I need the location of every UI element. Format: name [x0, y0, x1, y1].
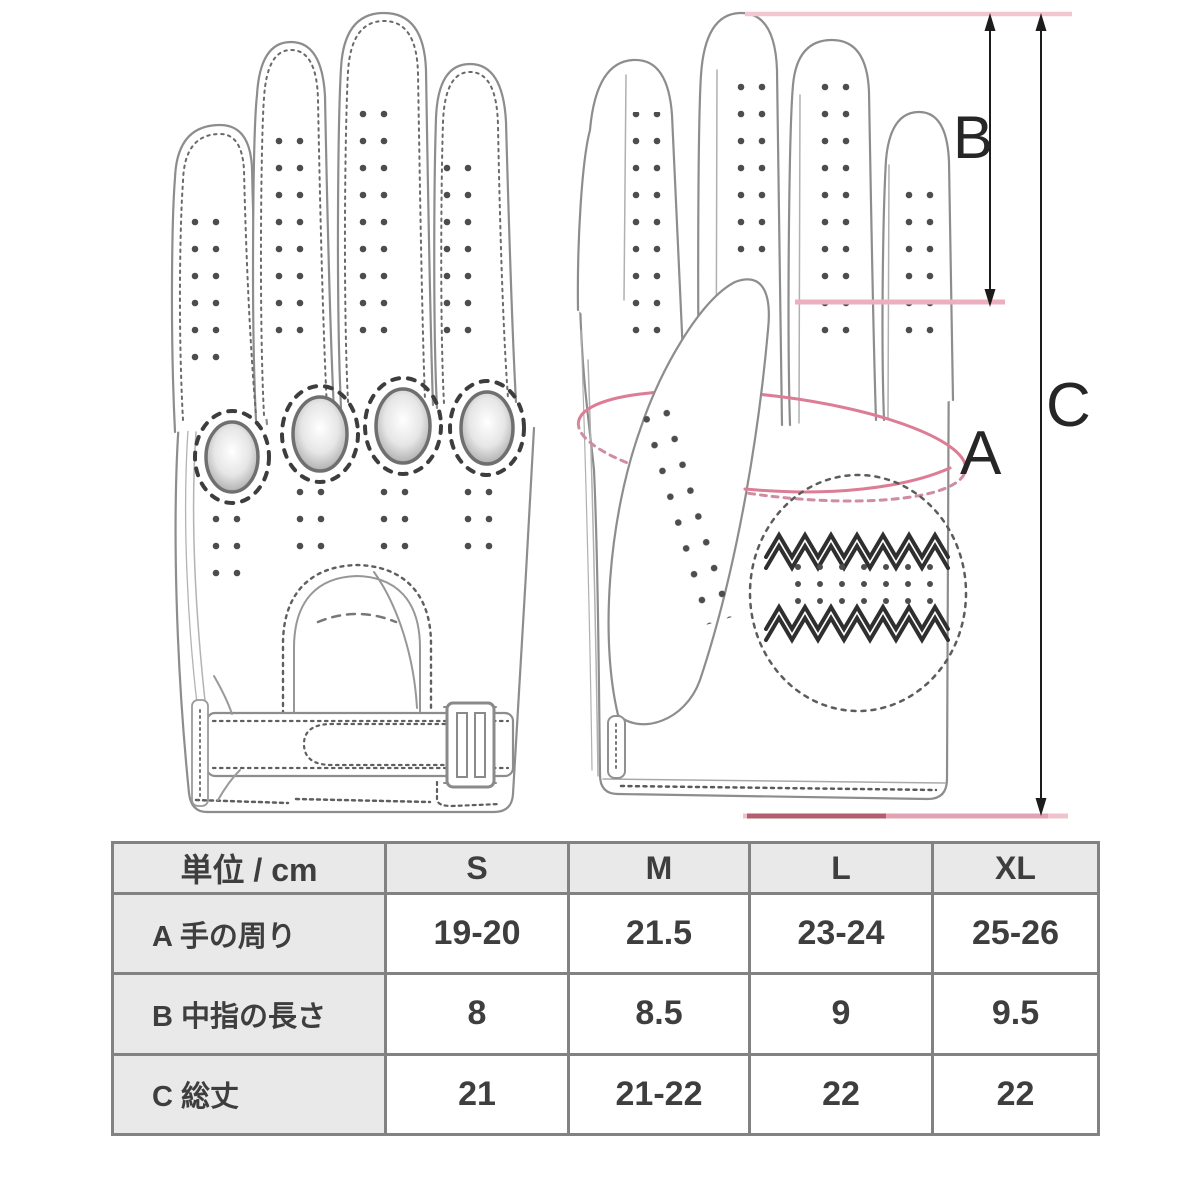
value-a-s: 19-20 — [384, 891, 570, 976]
hand-circumference-row: A 手の周り 19-20 21.5 23-24 25-26 — [111, 891, 1100, 976]
value-c-s: 21 — [384, 1052, 570, 1137]
measurement-annotations: B C A — [743, 11, 1091, 819]
size-table-header-row: 単位 / cm S M L XL — [111, 841, 1100, 895]
row-label-c: C 総丈 — [111, 1052, 387, 1137]
measurement-label-c: C — [1046, 371, 1091, 440]
measurement-label-b: B — [953, 104, 993, 171]
total-length-row: C 総丈 21 21-22 22 22 — [111, 1052, 1100, 1137]
value-b-s: 8 — [384, 972, 570, 1056]
measurement-label-a: A — [960, 419, 1002, 488]
value-a-m: 21.5 — [567, 891, 751, 976]
size-s-header-cell: S — [384, 841, 570, 895]
wrist-strap — [205, 701, 515, 789]
unit-header-cell: 単位 / cm — [111, 841, 387, 895]
size-table: 単位 / cm S M L XL A 手の周り 19-20 21.5 23-24… — [111, 841, 1100, 1137]
glove-measurement-diagram: B C A — [170, 11, 1091, 819]
value-a-xl: 25-26 — [931, 891, 1100, 976]
keyhole-cutout — [281, 563, 433, 716]
size-xl-header-cell: XL — [931, 841, 1100, 895]
strap-buckle — [443, 701, 497, 789]
value-c-xl: 22 — [931, 1052, 1100, 1137]
glove-back-view — [170, 11, 536, 814]
circumference-ellipse — [576, 389, 968, 503]
value-b-xl: 9.5 — [931, 972, 1100, 1056]
value-c-l: 22 — [748, 1052, 934, 1137]
value-c-m: 21-22 — [567, 1052, 751, 1137]
measurement-arrow-b — [984, 13, 996, 307]
value-a-l: 23-24 — [748, 891, 934, 976]
middle-finger-length-row: B 中指の長さ 8 8.5 9 9.5 — [111, 972, 1100, 1056]
row-label-b: B 中指の長さ — [111, 972, 387, 1056]
value-b-m: 8.5 — [567, 972, 751, 1056]
knuckle-holes — [193, 376, 526, 505]
measurement-arrow-c — [1035, 13, 1047, 816]
size-l-header-cell: L — [748, 841, 934, 895]
row-label-a: A 手の周り — [111, 891, 387, 976]
palm-thumb — [607, 278, 770, 726]
glove-palm-view — [576, 11, 968, 801]
value-b-l: 9 — [748, 972, 934, 1056]
size-m-header-cell: M — [567, 841, 751, 895]
